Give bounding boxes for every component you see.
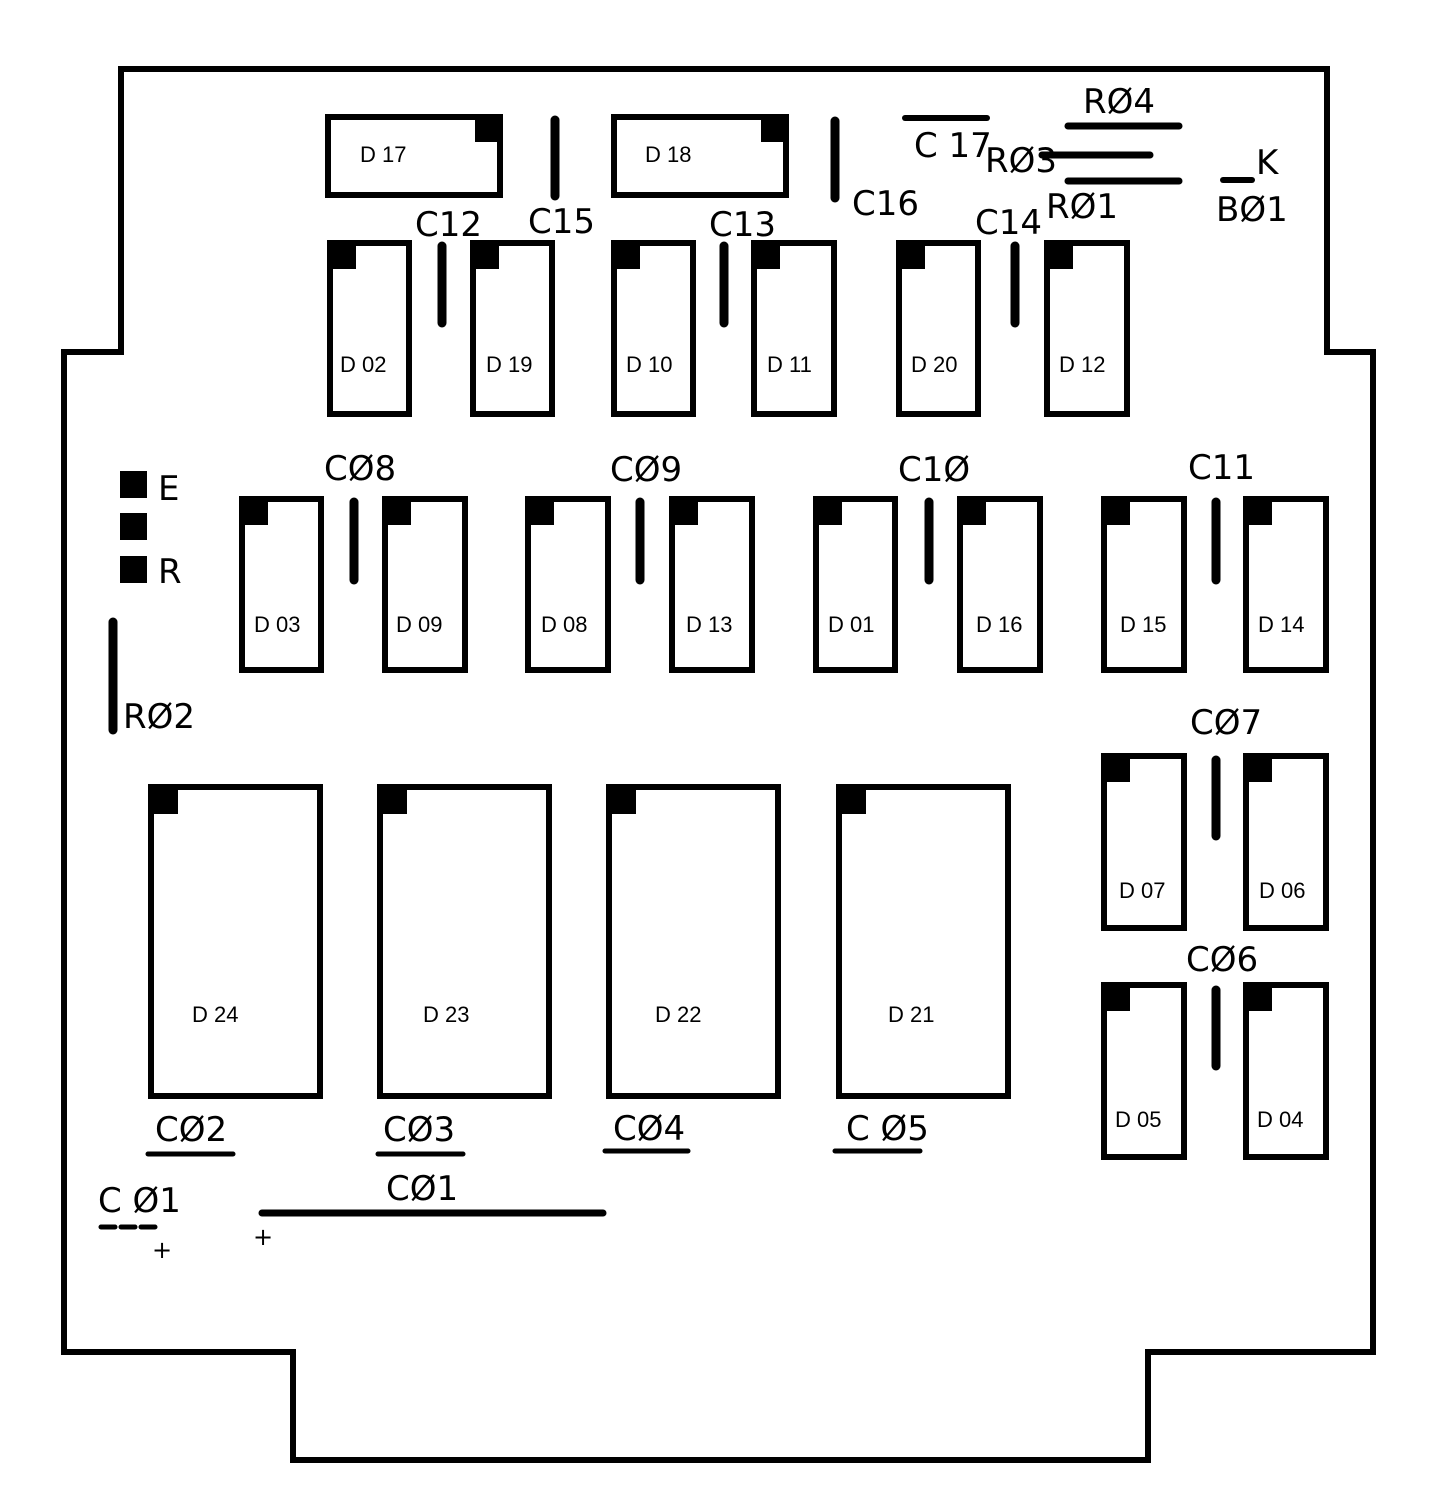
label-c15: C15 (528, 202, 595, 242)
chip-d03: D 03 (239, 496, 324, 673)
chip-d17: D 17 (325, 114, 503, 198)
chip-label: D 17 (360, 142, 406, 167)
chip-d18: D 18 (611, 114, 789, 198)
label-c10: C1Ø (898, 450, 970, 490)
pad-r (120, 556, 147, 583)
chip-d01: D 01 (813, 496, 898, 673)
chip-d22: D 22 (606, 784, 781, 1099)
chip-label: D 22 (655, 1002, 701, 1027)
chip-label: D 05 (1115, 1107, 1161, 1132)
chip-label: D 19 (486, 352, 532, 377)
chip-d05: D 05 (1101, 982, 1187, 1160)
chip-label: D 06 (1259, 878, 1305, 903)
chip-d11: D 11 (751, 240, 837, 417)
chip-d14: D 14 (1243, 496, 1329, 673)
chip-d08: D 08 (525, 496, 611, 673)
chip-label: D 23 (423, 1002, 469, 1027)
chip-d09: D 09 (382, 496, 468, 673)
label-c14: C14 (975, 203, 1042, 243)
chip-label: D 15 (1120, 612, 1166, 637)
chip-label: D 14 (1258, 612, 1304, 637)
chip-label: D 21 (888, 1002, 934, 1027)
chip-d13: D 13 (669, 496, 755, 673)
board-outline (61, 66, 1376, 1463)
label-c07: CØ7 (1190, 703, 1262, 743)
label-c11: C11 (1188, 448, 1255, 488)
label-c01-center: CØ1 (386, 1169, 458, 1209)
label-c12: C12 (415, 205, 482, 245)
pad-e (120, 471, 147, 498)
label-c17: C 17 (914, 126, 992, 166)
chip-d02: D 02 (327, 240, 412, 417)
chip-d20: D 20 (896, 240, 981, 417)
chip-label: D 08 (541, 612, 587, 637)
label-k: K (1256, 143, 1280, 183)
label-plus-left: + (152, 1236, 172, 1264)
label-c06: CØ6 (1186, 940, 1258, 980)
chip-label: D 10 (626, 352, 672, 377)
chip-label: D 24 (192, 1002, 238, 1027)
label-c08: CØ8 (324, 449, 396, 489)
chip-d23: D 23 (377, 784, 552, 1099)
chip-d12: D 12 (1044, 240, 1130, 417)
chip-label: D 11 (767, 352, 812, 377)
label-plus-center: + (253, 1223, 273, 1251)
label-c13: C13 (709, 205, 776, 245)
chip-d06: D 06 (1243, 753, 1329, 931)
label-b01: BØ1 (1216, 190, 1288, 230)
label-r03: RØ3 (985, 141, 1057, 181)
chip-d15: D 15 (1101, 496, 1187, 673)
chip-label: D 13 (686, 612, 732, 637)
chip-d07: D 07 (1101, 753, 1187, 931)
chip-label: D 20 (911, 352, 957, 377)
chip-label: D 03 (254, 612, 300, 637)
chip-label: D 16 (976, 612, 1022, 637)
label-c16: C16 (852, 184, 919, 224)
chip-label: D 04 (1257, 1107, 1303, 1132)
chip-label: D 09 (396, 612, 442, 637)
label-c04: CØ4 (613, 1109, 685, 1149)
label-c02: CØ2 (155, 1110, 227, 1150)
pad-middle (120, 513, 147, 540)
label-c03: CØ3 (383, 1110, 455, 1150)
chip-d21: D 21 (836, 784, 1011, 1099)
chip-d04: D 04 (1243, 982, 1329, 1160)
label-c09: CØ9 (610, 450, 682, 490)
label-r04: RØ4 (1083, 82, 1155, 122)
chip-label: D 12 (1059, 352, 1105, 377)
chip-label: D 18 (645, 142, 691, 167)
chip-d16: D 16 (957, 496, 1043, 673)
chip-d24: D 24 (148, 784, 323, 1099)
chip-label: D 07 (1119, 878, 1165, 903)
label-r01: RØ1 (1046, 187, 1118, 227)
label-r02: RØ2 (123, 697, 195, 737)
chip-label: D 02 (340, 352, 386, 377)
label-r: R (158, 552, 182, 592)
chip-label: D 01 (828, 612, 874, 637)
chip-d19: D 19 (470, 240, 555, 417)
chip-d10: D 10 (611, 240, 696, 417)
label-e: E (158, 469, 179, 509)
label-c01-left: C Ø1 (98, 1181, 181, 1221)
label-c05: C Ø5 (846, 1109, 929, 1149)
